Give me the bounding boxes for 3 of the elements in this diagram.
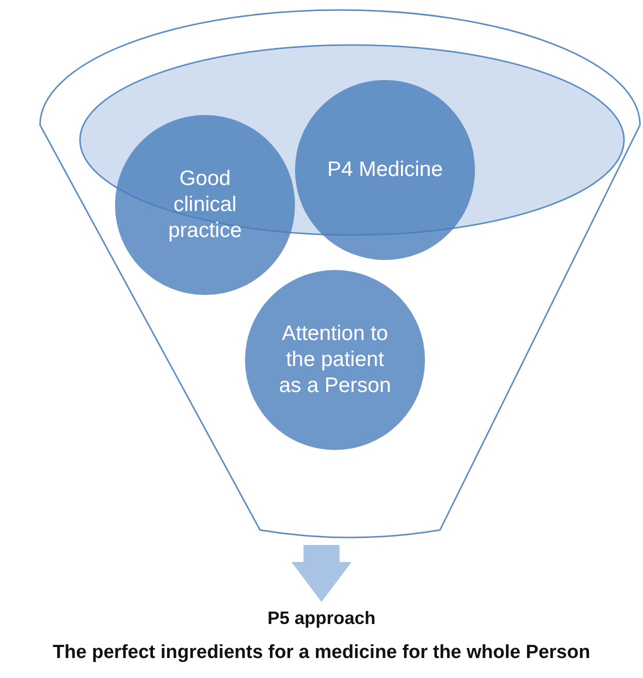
- arrow: [292, 545, 352, 602]
- outcome-heading: P5 approach: [266, 608, 377, 629]
- outcome-description: The perfect ingredients for a medicine for the whole Person: [52, 642, 592, 664]
